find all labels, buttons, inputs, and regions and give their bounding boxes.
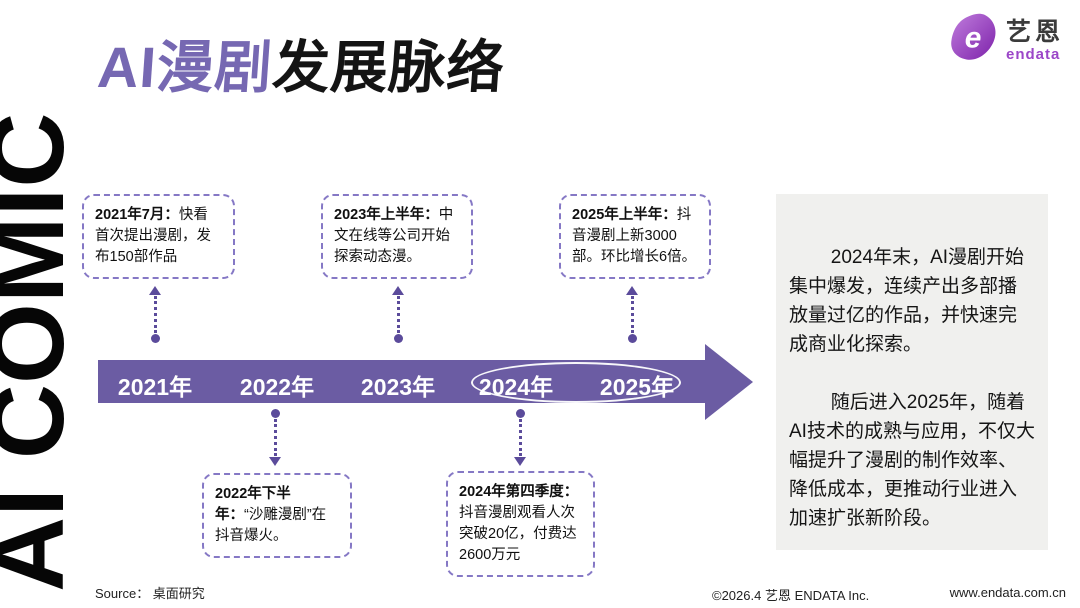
arrowhead-up-icon (392, 286, 404, 295)
summary-panel: 2024年末，AI漫剧开始集中爆发，连续产出多部播放量过亿的作品，并快速完成商业… (776, 194, 1048, 550)
year-label-2021: 2021年 (117, 374, 193, 400)
milestone-text: 抖音漫剧上新3000部。环比增长6倍。 (572, 207, 697, 266)
arrowhead-down-icon (514, 457, 526, 466)
footer-source: Source： 桌面研究 (95, 586, 205, 601)
logo-mark-icon: e (945, 10, 1001, 71)
milestone-text: “沙雕漫剧”在抖音爆火。 (215, 507, 327, 545)
connector-up-2021 (149, 286, 161, 343)
connector-up-2023 (392, 286, 404, 343)
milestone-box-2022: 2022年下半年：“沙雕漫剧”在抖音爆火。 (202, 473, 352, 559)
dot-icon (270, 409, 280, 418)
milestone-box-2023: 2023年上半年：中文在线等公司开始探索动态漫。 (321, 194, 473, 280)
arrowhead-down-icon (269, 457, 281, 466)
milestone-label: 2021年7月： (95, 207, 179, 223)
arrowhead-up-icon (626, 286, 638, 295)
connector-down-2022 (269, 409, 281, 466)
logo-name-en: endata (1005, 46, 1061, 64)
emphasis-ellipse (471, 362, 681, 403)
title-accent: AI漫剧 (95, 36, 275, 100)
footer-website: www.endata.com.cn (949, 585, 1066, 600)
footer-copyright: ©2026.4 艺恩 ENDATA Inc. (712, 588, 870, 603)
title-rest: 发展脉络 (270, 36, 507, 100)
year-label-2022: 2022年 (239, 374, 315, 400)
milestone-text: 抖音漫剧观看人次突破20亿，付费达2600万元 (459, 505, 577, 564)
milestone-label: 2023年上半年： (334, 207, 439, 223)
connector-down-2024 (514, 409, 526, 466)
milestone-box-2021: 2021年7月：快看首次提出漫剧，发布150部作品 (82, 194, 235, 280)
arrowhead-up-icon (149, 286, 161, 295)
page-title: AI漫剧发展脉络 (95, 22, 508, 104)
vertical-banner: AI COMIC (0, 112, 86, 592)
dot-icon (393, 334, 403, 343)
endata-logo: e 艺恩 endata (945, 10, 1064, 71)
logo-glyph: e (965, 21, 982, 54)
logo-name-zh: 艺恩 (1005, 17, 1064, 46)
milestone-label: 2024年第四季度： (459, 484, 579, 500)
dot-icon (150, 334, 160, 343)
connector-up-2025 (626, 286, 638, 343)
timeline-arrowhead-icon (705, 344, 753, 420)
milestone-box-2024: 2024年第四季度： 抖音漫剧观看人次突破20亿，付费达2600万元 (446, 471, 595, 578)
year-label-2023: 2023年 (360, 374, 436, 400)
dot-icon (515, 409, 525, 418)
milestone-box-2025: 2025年上半年：抖音漫剧上新3000部。环比增长6倍。 (559, 194, 711, 280)
summary-paragraph-1: 2024年末，AI漫剧开始集中爆发，连续产出多部播放量过亿的作品，并快速完成商业… (789, 247, 1025, 355)
milestone-label: 2025年上半年： (572, 207, 677, 223)
summary-paragraph-2: 随后进入2025年，随着AI技术的成熟与应用，不仅大幅提升了漫剧的制作效率、降低… (789, 392, 1035, 529)
dot-icon (627, 334, 637, 343)
milestone-text: 中文在线等公司开始探索动态漫。 (334, 207, 454, 266)
milestone-text: 快看首次提出漫剧，发布150部作品 (95, 207, 211, 266)
milestone-label: 2022年下半年： (215, 486, 291, 524)
